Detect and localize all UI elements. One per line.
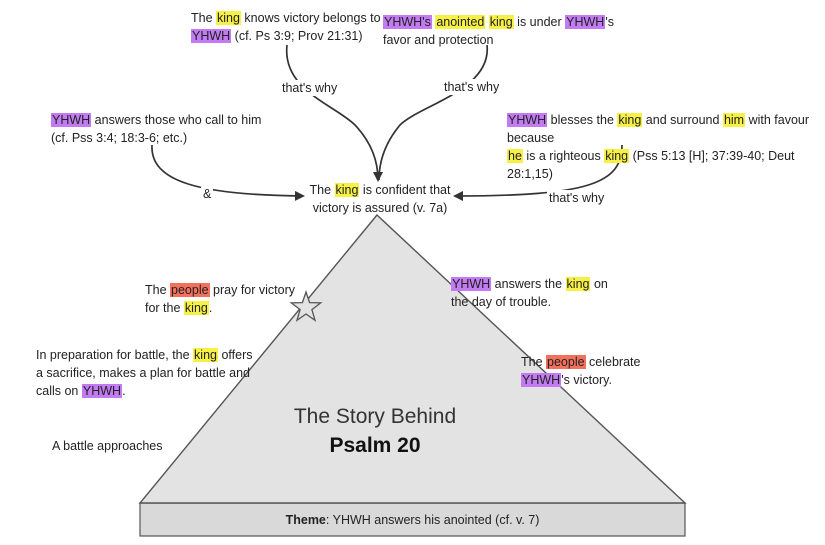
yhwh-highlight: YHWH xyxy=(451,277,492,291)
text-run: celebrate xyxy=(585,355,641,369)
text-run: the day of trouble. xyxy=(451,295,552,309)
text-run: . xyxy=(122,384,126,398)
king-highlight: him xyxy=(722,113,746,127)
note-mid-left: YHWH answers those who call to him (cf. P… xyxy=(51,111,261,147)
king-highlight: king xyxy=(617,113,643,127)
note-top-right: YHWH's anointed king is under YHWH's favo… xyxy=(383,13,614,49)
text-run: The xyxy=(309,183,335,197)
text-run: offers xyxy=(217,348,253,362)
text-run: is a righteous xyxy=(522,149,605,163)
answers-note: YHWH answers the king on the day of troub… xyxy=(451,275,608,311)
text-run: (Pss 5:13 [H]; 37:39-40; Deut 28:1,15) xyxy=(507,149,795,181)
yhwh-highlight: YHWH xyxy=(51,113,92,127)
text-run: pray for victory xyxy=(209,283,295,297)
text-run: favor and protection xyxy=(383,33,494,47)
yhwh-highlight: YHWH's xyxy=(383,15,432,29)
king-highlight: king xyxy=(216,11,241,25)
arrow-top-right xyxy=(378,44,488,181)
yhwh-highlight: YHWH xyxy=(565,15,606,29)
king-highlight: king xyxy=(193,348,218,362)
note-top-left: The king knows victory belongs to YHWH (c… xyxy=(191,9,381,45)
theme-statement: Theme: YHWH answers his anointed (cf. v.… xyxy=(140,513,685,527)
text-run: (cf. Ps 3:9; Prov 21:31) xyxy=(231,29,363,43)
yhwh-highlight: YHWH xyxy=(191,29,232,43)
text-run: In preparation for battle, the xyxy=(36,348,194,362)
diagram-subtitle-psalm: Psalm 20 xyxy=(329,434,421,457)
connector-label-right-mid: that's why xyxy=(547,190,607,206)
story-triangle xyxy=(138,213,687,504)
arrow-mid-left xyxy=(151,144,305,201)
text-run: . xyxy=(208,301,213,315)
king-highlight: king xyxy=(488,15,514,29)
text-run: calls on xyxy=(36,384,82,398)
yhwh-highlight: YHWH xyxy=(507,113,548,127)
star-icon xyxy=(289,289,323,322)
text-run: A battle approaches xyxy=(52,439,163,453)
text-run: answers those who call to him xyxy=(91,113,262,127)
text-run: The xyxy=(145,283,171,297)
yhwh-highlight: YHWH xyxy=(81,384,123,398)
text-run: 's xyxy=(605,15,614,29)
note-mid-right: YHWH blesses the king and surround him w… xyxy=(507,111,825,183)
text-run: 's victory. xyxy=(561,373,612,387)
text-run: The xyxy=(191,11,217,25)
text-run: answers the xyxy=(491,277,566,291)
text-run: on xyxy=(590,277,608,291)
diagram-title: The Story Behind xyxy=(293,405,457,428)
text-run: and surround xyxy=(642,113,723,127)
king-highlight: king xyxy=(183,301,209,315)
king-highlight: king xyxy=(565,277,591,291)
king-highlight: king xyxy=(604,149,630,163)
battle-note: A battle approaches xyxy=(52,437,163,455)
theme-value: : YHWH answers his anointed (cf. v. 7) xyxy=(325,513,540,527)
yhwh-highlight: YHWH xyxy=(521,373,562,387)
text-run: knows victory belongs to xyxy=(240,11,381,25)
theme-base-bar xyxy=(139,502,686,537)
king-highlight: he xyxy=(507,149,523,163)
king-highlight: king xyxy=(334,183,360,197)
preparation-note: In preparation for battle, the king offe… xyxy=(36,346,253,400)
text-run: for the xyxy=(145,301,184,315)
text-run: a sacrifice, makes a plan for battle and xyxy=(36,366,251,380)
text-run: (cf. Pss 3:4; 18:3-6; etc.) xyxy=(51,131,188,145)
connector-label-left-mid: & xyxy=(201,186,214,202)
connector-label-left-top: that's why xyxy=(280,80,340,96)
text-run: The xyxy=(521,355,547,369)
text-run: blesses the xyxy=(547,113,618,127)
text-run: is confident that xyxy=(359,183,451,197)
people-highlight: people xyxy=(170,283,210,297)
people-highlight: people xyxy=(546,355,586,369)
king-highlight: anointed xyxy=(435,15,486,29)
connector-label-right-top: that's why xyxy=(442,79,502,95)
text-run: is under xyxy=(513,15,566,29)
text-run: with favour because xyxy=(507,113,810,145)
text-run: victory is assured (v. 7a) xyxy=(312,201,448,215)
arrow-top-left xyxy=(286,44,383,182)
theme-label: Theme xyxy=(285,513,326,527)
peak-statement: The king is confident that victory is ass… xyxy=(300,181,460,217)
people-pray-note: The people pray for victory for the king. xyxy=(145,281,295,317)
